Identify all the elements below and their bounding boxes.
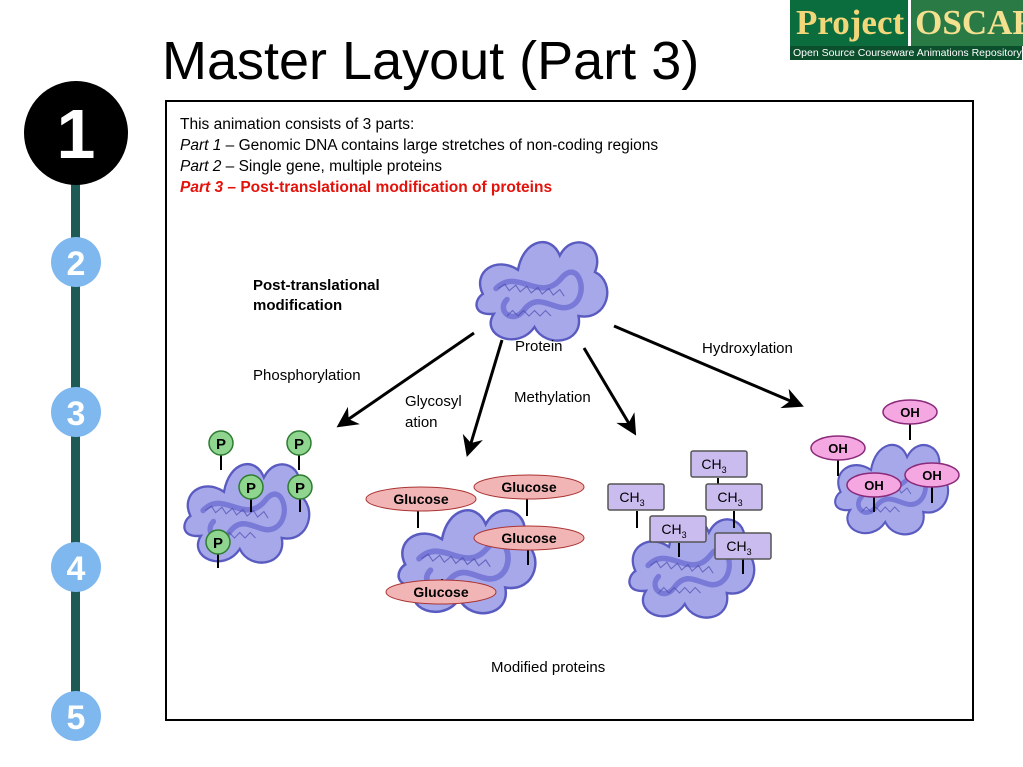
step-3-button[interactable]: 3: [51, 387, 101, 437]
logo-word-oscar: OSCAR: [908, 0, 1023, 46]
hydroxylation-label: Hydroxylation: [702, 340, 793, 357]
svg-text:Glucose: Glucose: [501, 530, 556, 546]
svg-text:Glucose: Glucose: [393, 491, 448, 507]
protein-center: [477, 242, 608, 340]
methyl-groups: CH3 CH3 CH3 CH3 CH3: [607, 450, 772, 574]
hydroxyl-group: OH: [846, 472, 902, 512]
arrow-phosphorylation: [336, 331, 475, 428]
content-panel: [165, 100, 974, 721]
svg-text:CH3: CH3: [619, 489, 644, 508]
svg-text:CH3: CH3: [726, 538, 751, 557]
methyl-group: CH3: [649, 515, 707, 557]
svg-text:CH3: CH3: [661, 521, 686, 540]
svg-text:OH: OH: [900, 405, 920, 420]
methylation-label: Methylation: [514, 389, 591, 406]
intro-text: This animation consists of 3 parts: Part…: [180, 114, 658, 198]
phosphate-group: P: [238, 474, 264, 512]
modified-proteins-label: Modified proteins: [491, 659, 606, 676]
svg-text:P: P: [295, 480, 305, 497]
glucose-group: Glucose: [385, 579, 497, 605]
arrow-glycosylation: [462, 339, 504, 458]
glycosylation-label: Glycosyl ation: [405, 393, 462, 431]
hydroxyl-groups: OH OH OH OH: [810, 399, 960, 512]
step-2-button[interactable]: 2: [51, 237, 101, 287]
intro-part-1: Part 1 – Genomic DNA contains large stre…: [180, 137, 659, 154]
step-5-label: 5: [67, 699, 86, 737]
svg-text:P: P: [216, 436, 226, 453]
protein-label: Protein: [515, 338, 563, 355]
methyl-group: CH3: [690, 450, 748, 496]
glucose-group: Glucose: [473, 474, 585, 516]
step-5-button[interactable]: 5: [51, 691, 101, 741]
glucose-groups: Glucose Glucose Glucose Glucose: [365, 474, 585, 605]
ptm-label: Post-translational modification: [253, 277, 380, 314]
phosphate-group: P: [205, 529, 231, 568]
svg-text:Glucose: Glucose: [501, 479, 556, 495]
intro-part-3: Part 3 – Post-translational modification…: [180, 179, 553, 196]
svg-text:OH: OH: [828, 441, 848, 456]
intro-heading: This animation consists of 3 parts:: [180, 116, 415, 133]
svg-text:OH: OH: [864, 478, 884, 493]
step-3-label: 3: [67, 395, 86, 433]
intro-part-2: Part 2 – Single gene, multiple proteins: [180, 158, 442, 175]
project-oscar-logo: Project OSCAR Open Source Courseware Ani…: [790, 0, 1023, 62]
svg-text:P: P: [246, 480, 256, 497]
methyl-group: CH3: [714, 532, 772, 574]
svg-text:CH3: CH3: [717, 489, 742, 508]
svg-text:P: P: [294, 436, 304, 453]
hydroxyl-group: OH: [904, 462, 960, 503]
svg-text:CH3: CH3: [701, 456, 726, 475]
hydroxyl-group: OH: [810, 435, 866, 476]
glucose-group: Glucose: [365, 486, 477, 528]
methyl-group: CH3: [607, 483, 665, 528]
step-4-button[interactable]: 4: [51, 542, 101, 592]
phosphate-group: P: [287, 474, 313, 512]
phosphate-groups: P P P P P: [205, 430, 313, 568]
svg-text:OH: OH: [922, 468, 942, 483]
hydroxyl-group: OH: [882, 399, 938, 440]
step-timeline: 1 2 3 4 5: [24, 81, 128, 741]
step-2-label: 2: [67, 245, 86, 283]
step-1-button[interactable]: 1: [24, 81, 128, 185]
svg-text:P: P: [213, 535, 223, 552]
phosphate-group: P: [286, 430, 312, 470]
phosphate-group: P: [208, 430, 234, 470]
arrow-hydroxylation: [613, 324, 804, 409]
arrow-methylation: [582, 347, 637, 436]
logo-word-project: Project: [790, 0, 909, 46]
step-4-label: 4: [67, 550, 86, 588]
phosphorylation-label: Phosphorylation: [253, 367, 361, 384]
logo-subtitle: Open Source Courseware Animations Reposi…: [790, 46, 1022, 60]
glucose-group: Glucose: [473, 525, 585, 565]
page-title: Master Layout (Part 3): [162, 31, 700, 91]
methyl-group: CH3: [705, 483, 763, 528]
step-1-label: 1: [57, 95, 96, 173]
svg-text:Glucose: Glucose: [413, 584, 468, 600]
